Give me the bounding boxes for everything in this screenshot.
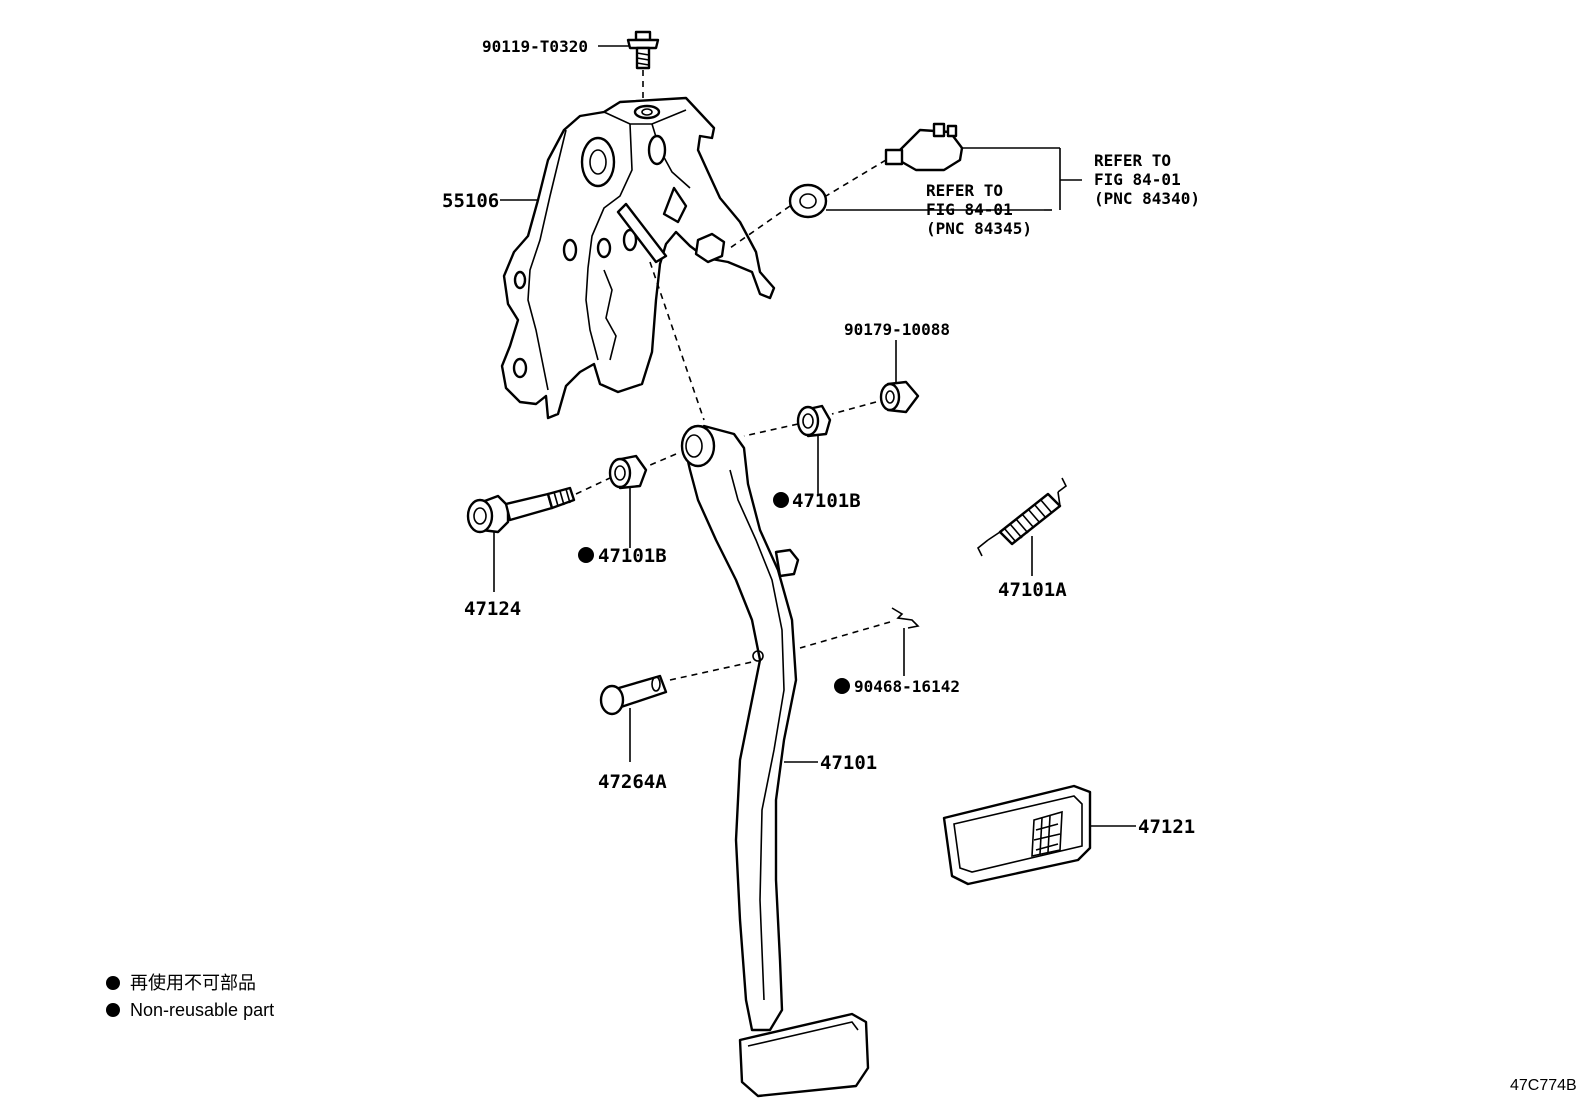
legend-dot-2 xyxy=(106,1003,120,1017)
callout-bushing-right: 47101B xyxy=(792,490,861,512)
callout-pedal-pad: 47121 xyxy=(1138,816,1195,838)
bushing-47101b-left xyxy=(608,454,648,490)
refer1-line3: (PNC 84345) xyxy=(926,219,1032,238)
refer2-line3: (PNC 84340) xyxy=(1094,189,1200,208)
illustration-code: 47C774B xyxy=(1510,1077,1577,1094)
callout-pivot-bolt: 47124 xyxy=(464,598,521,620)
refer1-line1: REFER TO xyxy=(926,181,1003,200)
callout-clip: 90468-16142 xyxy=(854,677,960,696)
pedal-bracket-55106 xyxy=(500,96,776,420)
pivot-bolt-47124 xyxy=(466,486,576,534)
callout-collar: 90179-10088 xyxy=(844,320,950,339)
callout-clevis-pin: 47264A xyxy=(598,771,667,793)
legend: 再使用不可部品 Non-reusable part xyxy=(106,973,274,1020)
switch-cushion xyxy=(788,183,828,219)
callout-bolt-top: 90119-T0320 xyxy=(482,37,588,56)
callout-pedal-arm: 47101 xyxy=(820,752,877,774)
refer1-line2: FIG 84-01 xyxy=(926,200,1013,219)
bolt-90119-t0320 xyxy=(626,30,660,70)
refer2-line2: FIG 84-01 xyxy=(1094,170,1181,189)
callout-bushing-left: 47101B xyxy=(598,545,667,567)
pedal-pad-47121 xyxy=(942,784,1092,886)
nonreusable-dot-clip xyxy=(834,678,850,694)
legend-line-2: Non-reusable part xyxy=(130,1000,274,1020)
legend-line-1: 再使用不可部品 xyxy=(130,973,256,993)
nonreusable-dot-bushing-right xyxy=(773,492,789,508)
refer2-line1: REFER TO xyxy=(1094,151,1171,170)
stop-lamp-switch xyxy=(884,122,964,172)
pedal-arm-47101 xyxy=(680,424,800,1032)
callout-spring: 47101A xyxy=(998,579,1067,601)
return-spring-47101a xyxy=(976,477,1068,557)
pedal-foot-plate xyxy=(738,1012,870,1098)
callout-bracket: 55106 xyxy=(442,190,499,212)
collar-90179-10088 xyxy=(879,380,920,414)
legend-dot-1 xyxy=(106,976,120,990)
clevis-pin-47264a xyxy=(599,674,668,716)
clip-90468-16142 xyxy=(891,607,920,629)
nonreusable-dot-bushing-left xyxy=(578,547,594,563)
bushing-47101b-right xyxy=(796,404,832,438)
